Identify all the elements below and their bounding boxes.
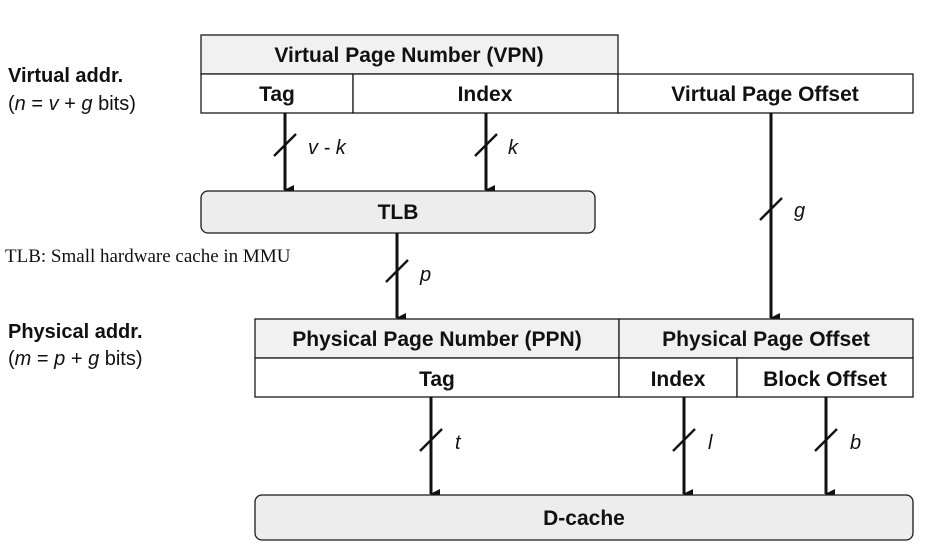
wire-label-v-minus-k: v - k: [308, 137, 347, 159]
bus-slash-b: [814, 428, 838, 452]
vpn-label: Virtual Page Number (VPN): [274, 44, 543, 67]
dcache-label: D-cache: [543, 507, 625, 530]
virtual-tag-label: Tag: [259, 83, 295, 106]
tlb-note: TLB: Small hardware cache in MMU: [5, 246, 291, 267]
bus-slash-k: [474, 133, 498, 157]
virtual-page-offset-label: Virtual Page Offset: [671, 83, 859, 106]
wire-label-t: t: [455, 432, 462, 454]
wire-label-l: l: [708, 432, 713, 454]
physical-tag-field: [254, 357, 620, 398]
block-offset-field: [736, 357, 914, 398]
virtual-page-offset-field: [617, 73, 914, 114]
bus-slash-g: [759, 197, 783, 221]
virtual-addr-bits: (n = v + g bits): [8, 93, 136, 115]
ppn-label: Physical Page Number (PPN): [292, 328, 581, 351]
block-offset-label: Block Offset: [763, 368, 887, 391]
ppn-field: [254, 318, 620, 359]
bus-slash-v-minus-k: [273, 133, 297, 157]
physical-addr-bits: (m = p + g bits): [8, 348, 143, 370]
bus-slash-l: [672, 428, 696, 452]
virtual-index-label: Index: [458, 83, 513, 106]
virtual-addr-title: Virtual addr.: [8, 65, 123, 87]
wire-label-k: k: [508, 137, 519, 159]
bus-slash-p: [385, 259, 409, 283]
wire-label-b: b: [850, 432, 861, 454]
physical-addr-title: Physical addr.: [8, 321, 143, 343]
virtual-tag-field: [200, 73, 354, 114]
ppo-label: Physical Page Offset: [662, 328, 870, 351]
physical-tag-label: Tag: [419, 368, 455, 391]
tlb-label: TLB: [378, 201, 419, 224]
wire-label-g: g: [794, 200, 805, 222]
wire-label-p: p: [419, 264, 431, 286]
ppo-field: [618, 318, 914, 359]
bus-slash-t: [419, 428, 443, 452]
physical-index-label: Index: [651, 368, 706, 391]
virtual-index-field: [352, 73, 619, 114]
dcache-box: [254, 494, 914, 541]
vpn-field: [200, 34, 619, 75]
